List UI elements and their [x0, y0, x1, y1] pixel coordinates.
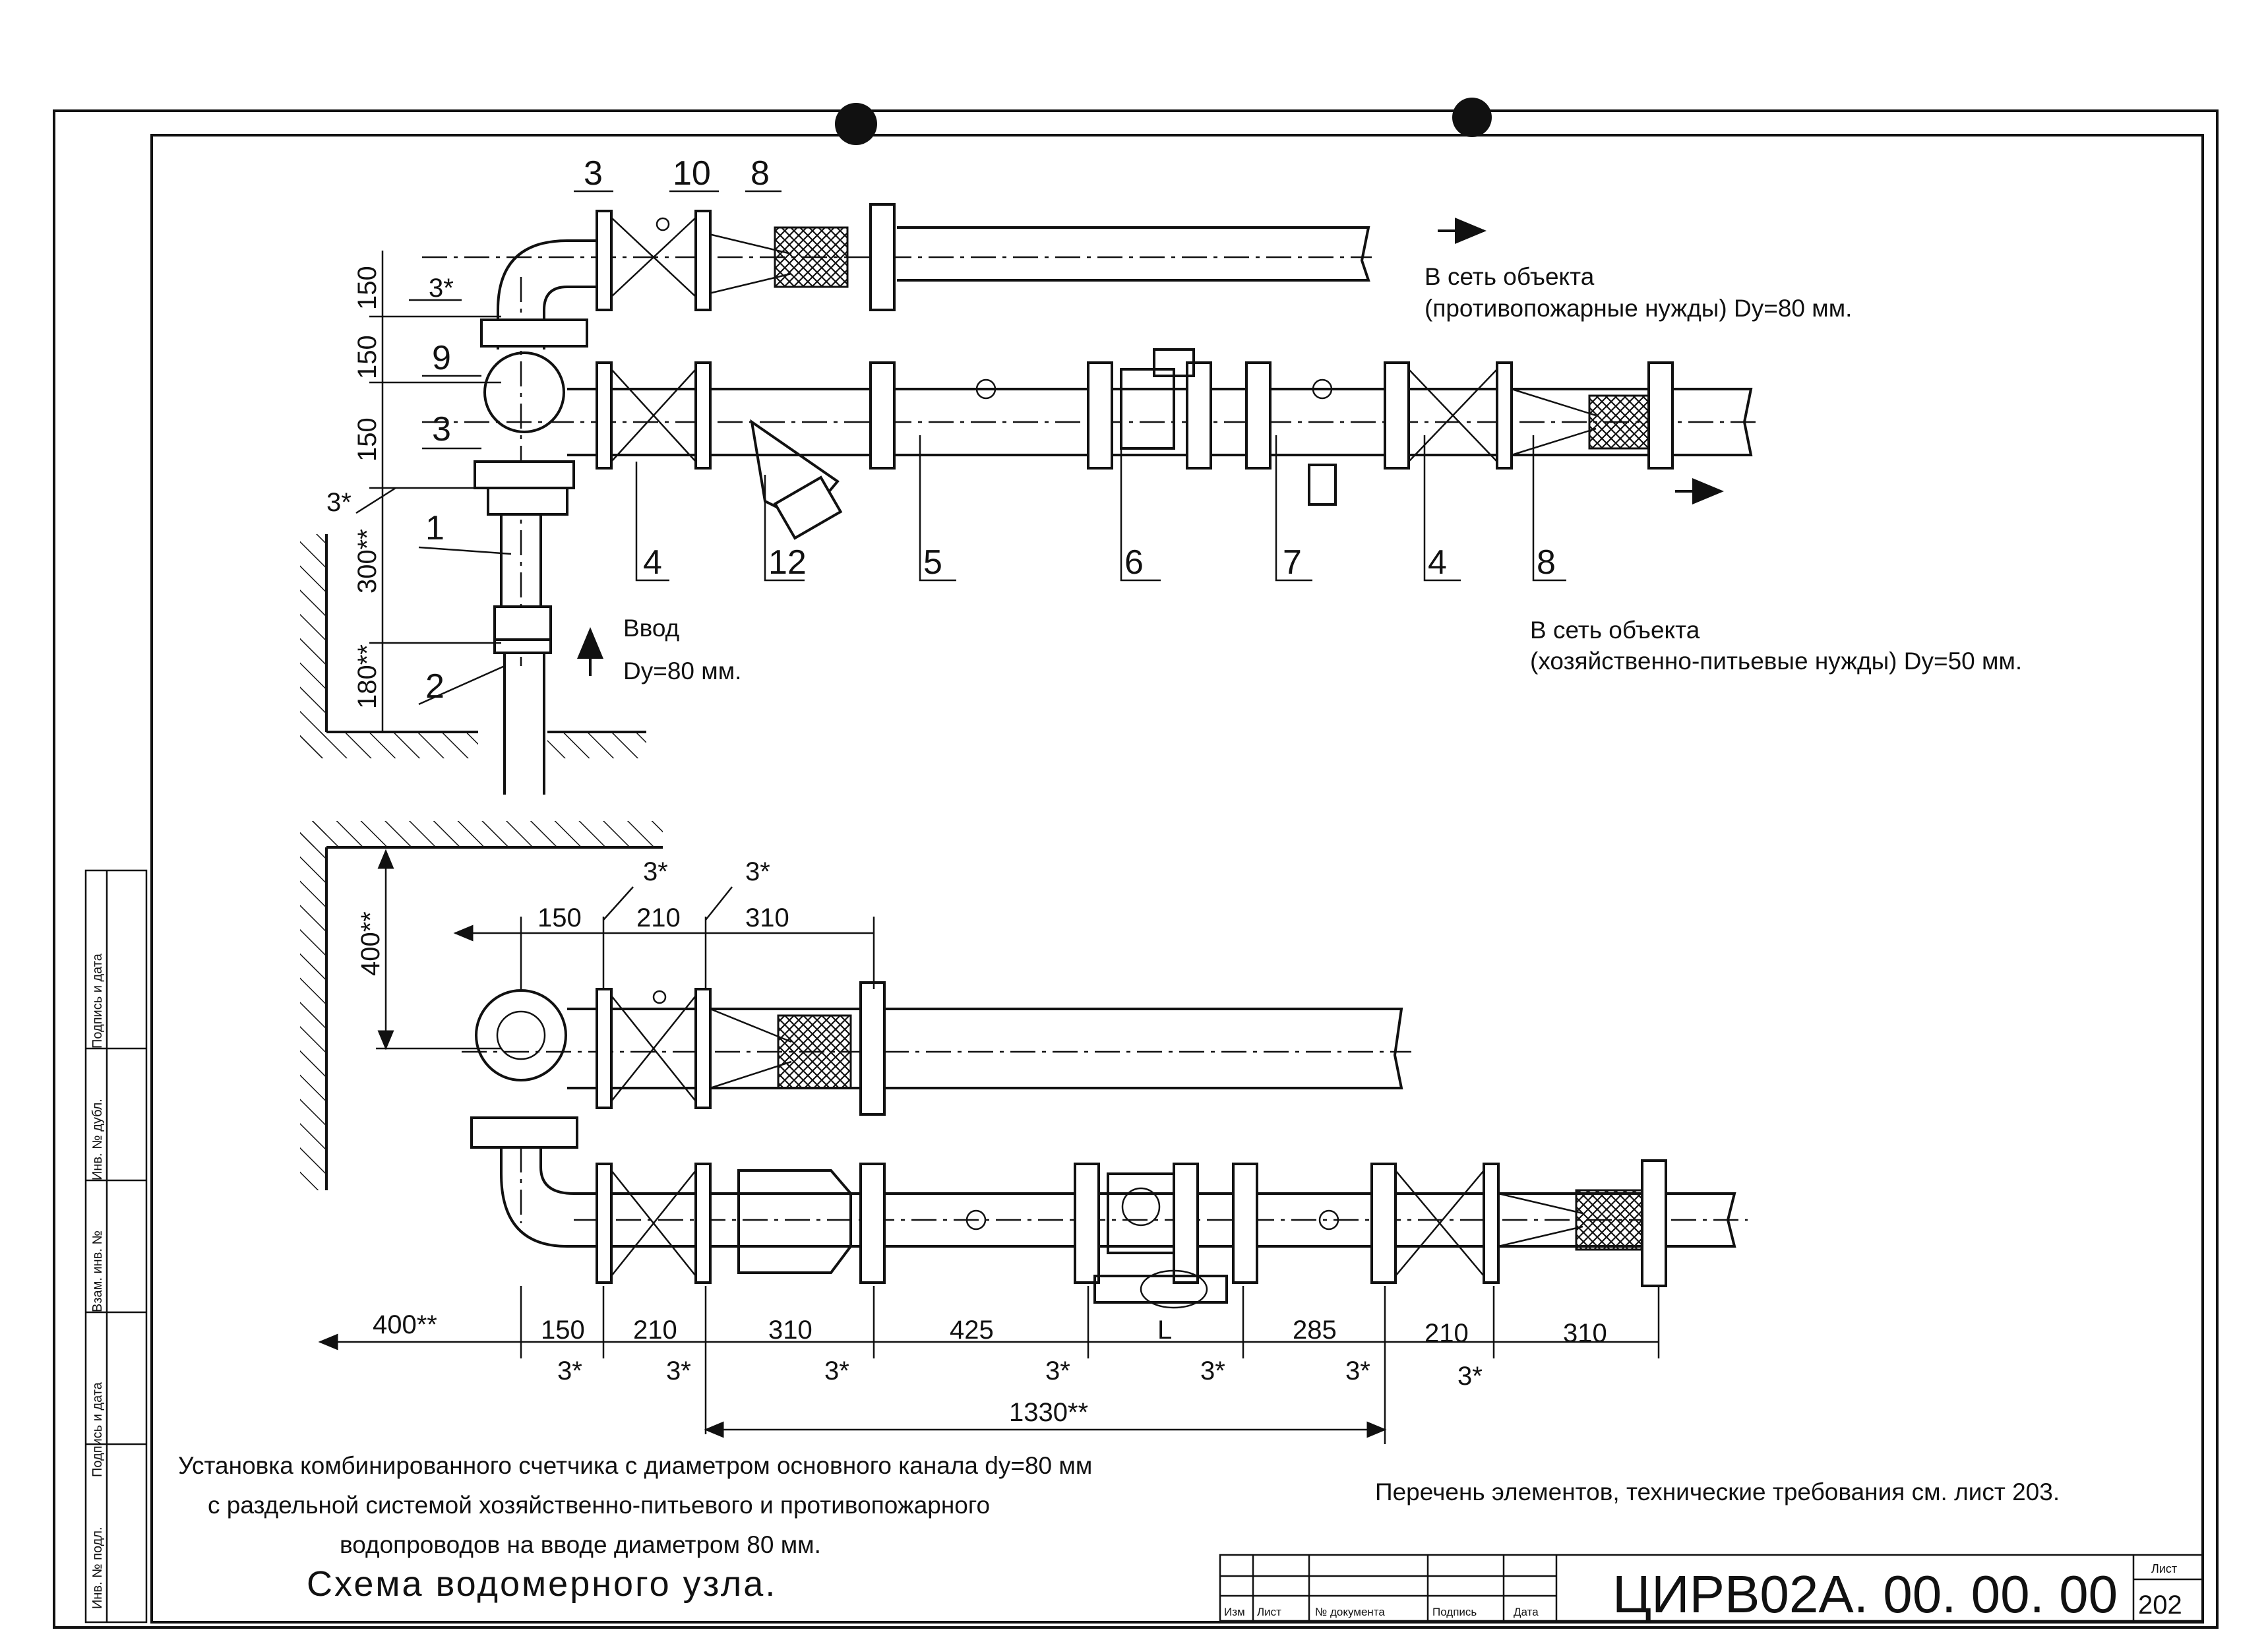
plan-dim-400: 400** — [373, 1310, 437, 1339]
plan-dim-150: 150 — [541, 1316, 585, 1345]
plan-wall-hatching — [300, 821, 663, 1190]
dim-150-c: 150 — [353, 417, 382, 462]
tb-col-signature: Подпись — [1432, 1606, 1477, 1618]
star-mark-1: 3* — [429, 274, 454, 303]
plan-fire-pipeline — [462, 981, 1411, 1149]
stamp-cell-signature-date-2: Подпись и дата — [90, 953, 105, 1048]
caption-line2: с раздельной системой хозяйственно-питье… — [208, 1492, 990, 1519]
star-mark-10: 3* — [1345, 1356, 1370, 1385]
plan-view: 400** 150 210 310 3* 3* 400** 150 — [300, 821, 1748, 1444]
plan-dim-310-a: 310 — [768, 1316, 812, 1345]
tb-col-change: Изм — [1224, 1606, 1245, 1618]
plan-dim-400-vertical: 400** — [356, 911, 385, 976]
potable-outlet-line1: В сеть объекта — [1530, 617, 1700, 644]
star-mark-7: 3* — [824, 1356, 849, 1385]
vertical-dimensions: 150 150 150 300** 180** 3* 3* — [326, 251, 501, 732]
fire-pipeline-upper — [422, 203, 1372, 666]
pos-9: 9 — [432, 339, 451, 377]
plan-dimensions: 400** 150 210 310 3* 3* 400** 150 — [318, 849, 1660, 1444]
wall-hatching — [300, 534, 646, 758]
tb-col-document: № документа — [1315, 1606, 1385, 1618]
inlet-title: Ввод — [623, 615, 679, 642]
pos-4-a: 4 — [643, 543, 662, 582]
pos-5: 5 — [923, 543, 942, 582]
stamp-cell-duplicate-inventory: Инв. № дубл. — [90, 1099, 105, 1180]
plan-potable-pipeline — [500, 1147, 1748, 1309]
pos-7: 7 — [1283, 543, 1302, 582]
inlet-size: Dy=80 мм. — [623, 657, 741, 684]
position-labels: 3 10 8 9 3 1 2 4 12 5 6 7 4 8 — [418, 154, 1566, 706]
stamp-cell-signature-date-1: Подпись и дата — [90, 1382, 105, 1477]
tb-sheet-number: 202 — [2138, 1591, 2182, 1620]
dim-150-a: 150 — [353, 266, 382, 310]
inlet-riser — [493, 513, 552, 795]
plan-dim-210-b: 210 — [1425, 1319, 1469, 1348]
pos-3-top: 3 — [584, 154, 603, 193]
dim-150-b: 150 — [353, 335, 382, 379]
stamp-cell-replacement-inventory: Взам. инв. № — [90, 1230, 105, 1312]
plan-dim-total: 1330** — [1009, 1398, 1088, 1427]
pos-8-top: 8 — [751, 154, 770, 193]
fire-outlet-line1: В сеть объекта — [1425, 263, 1595, 290]
tb-sheet-label: Лист — [2151, 1562, 2177, 1575]
star-mark-6: 3* — [666, 1356, 691, 1385]
elevation-view: 150 150 150 300** 180** 3* 3* 3 10 8 9 3… — [300, 154, 2022, 795]
tb-col-date: Дата — [1514, 1606, 1539, 1618]
pos-3-left: 3 — [432, 410, 451, 448]
drawing-title: Схема водомерного узла. — [307, 1564, 777, 1604]
star-mark-8: 3* — [1045, 1356, 1070, 1385]
dim-180: 180** — [353, 644, 382, 709]
star-mark-11: 3* — [1457, 1362, 1483, 1391]
plan-dim-310-b: 310 — [1563, 1319, 1607, 1348]
pos-4-b: 4 — [1428, 543, 1447, 582]
pos-1: 1 — [425, 509, 444, 547]
stamp-cell-original-inventory: Инв. № подл. — [90, 1527, 105, 1609]
tee-fittings — [474, 319, 588, 516]
sheet-frame — [53, 98, 2219, 1629]
potable-outlet-line2: (хозяйственно-питьевые нужды) Dy=50 мм. — [1530, 648, 2022, 675]
caption-line1: Установка комбинированного счетчика с ди… — [178, 1452, 1092, 1479]
star-mark-5: 3* — [557, 1356, 582, 1385]
star-mark-3: 3* — [643, 857, 668, 886]
caption-block: Установка комбинированного счетчика с ди… — [178, 1452, 2060, 1604]
plan-dim-top-150: 150 — [537, 903, 582, 932]
fire-outlet-line2: (противопожарные нужды) Dy=80 мм. — [1425, 295, 1852, 322]
pos-12: 12 — [768, 543, 807, 582]
pos-8-b: 8 — [1537, 543, 1556, 582]
plan-dim-210-a: 210 — [633, 1316, 677, 1345]
pos-6: 6 — [1124, 543, 1144, 582]
title-block: Изм Лист № документа Подпись Дата ЦИРВ02… — [1219, 1554, 2204, 1624]
plan-dim-L: L — [1157, 1316, 1172, 1345]
tb-designation: ЦИРВ02А. 00. 00. 00 — [1612, 1565, 2118, 1624]
reference-note: Перечень элементов, технические требован… — [1375, 1478, 2060, 1505]
star-mark-4: 3* — [745, 857, 770, 886]
star-mark-9: 3* — [1200, 1356, 1225, 1385]
side-stamp: Инв. № подл. Подпись и дата Взам. инв. №… — [84, 869, 148, 1624]
pos-10: 10 — [673, 154, 711, 193]
tb-col-sheet: Лист — [1257, 1606, 1281, 1618]
potable-pipeline — [422, 348, 1761, 540]
plan-dim-top-210: 210 — [636, 903, 681, 932]
plan-dim-285: 285 — [1293, 1316, 1337, 1345]
star-mark-2: 3* — [326, 488, 352, 517]
plan-dim-top-310: 310 — [745, 903, 789, 932]
caption-line3: водопроводов на вводе диаметром 80 мм. — [340, 1531, 821, 1558]
plan-dim-425: 425 — [950, 1316, 994, 1345]
dim-300: 300** — [353, 529, 382, 593]
